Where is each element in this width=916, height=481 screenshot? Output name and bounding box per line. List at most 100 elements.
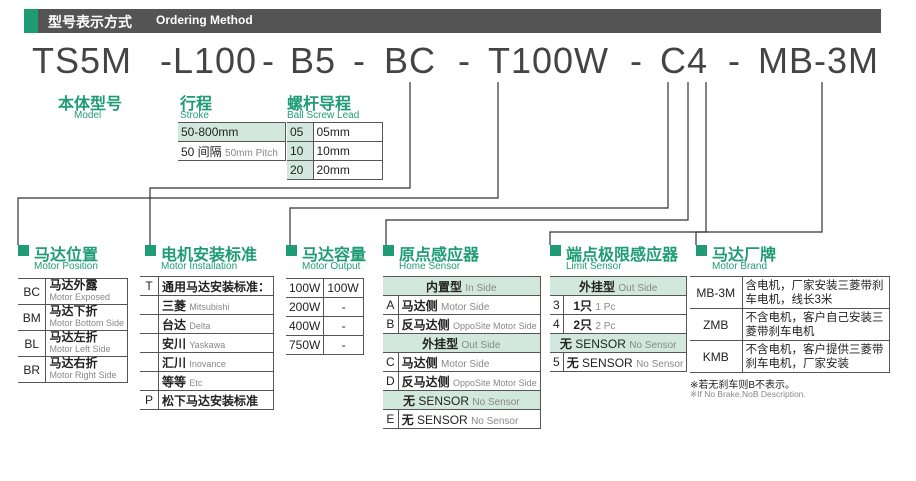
motor-position-label-cn: 马达位置 (34, 247, 99, 264)
home-sensor-en: Motor Side (441, 358, 490, 370)
table-row: 台达 Delta (140, 314, 275, 334)
table-row: 100W 100W (286, 278, 364, 298)
limit-sensor-table: 外挂型 Out Side 3 1只 1 Pc 4 2只 2 Pc 无 SENSO… (550, 276, 688, 372)
motor-position-cn: 马达左折 (49, 330, 98, 344)
lead-code: 10 (287, 141, 314, 161)
table-row: 无 SENSOR No Sensor (383, 390, 541, 410)
table-row: 05 05mm (287, 122, 383, 142)
motor-output-code: 750W (286, 335, 325, 355)
motor-output-label-en: Motor Output (302, 261, 361, 272)
header-title-en: Ordering Method (156, 13, 253, 27)
lead-table: 05 05mm 10 10mm 20 20mm (287, 122, 383, 180)
limit-sensor-none-cn: 无 (559, 336, 572, 351)
motor-output-code: 200W (286, 297, 325, 317)
code-part-bc: BC (384, 40, 437, 81)
home-sensor-none-mid: SENSOR (418, 393, 470, 408)
table-row: 内置型 In Side (383, 276, 541, 296)
home-sensor-desc: 马达侧 Motor Side (398, 352, 541, 372)
motor-install-brand: 汇川 Inovance (158, 352, 275, 372)
motor-output-table: 100W 100W 200W - 400W - 750W - (286, 278, 364, 355)
stroke-label-en: Stroke (180, 110, 209, 121)
table-row: 4 2只 2 Pc (550, 314, 688, 334)
home-sensor-cn: 反马达侧 (401, 317, 450, 332)
lead-code: 05 (287, 122, 314, 142)
code-part-ts5m: TS5M (32, 40, 133, 81)
motor-install-brand: 等等 Etc (158, 371, 275, 391)
home-sensor-label-cn: 原点感应器 (399, 247, 480, 264)
table-row: C 马达侧 Motor Side (383, 352, 541, 372)
limit-sensor-cn: 1只 (573, 298, 593, 313)
motor-install-brand-cn: 汇川 (161, 355, 186, 370)
motor-install-code-empty (140, 333, 159, 353)
table-row: D 反马达侧 OppoSite Motor Side (383, 371, 541, 391)
table-row: T 通用马达安装标准： (140, 276, 275, 296)
stroke-table: 50-800mm 50 间隔 50mm Pitch (178, 122, 286, 161)
home-sensor-desc: 马达侧 Motor Side (398, 295, 541, 315)
limit-sensor-en: 2 Pc (595, 320, 616, 332)
motor-install-code-empty (140, 371, 159, 391)
table-row: MB-3M 含电机，厂家安装三菱带刹车电机，线长3米 (690, 276, 890, 309)
home-sensor-en: Motor Side (441, 301, 490, 313)
home-sensor-desc: 无 SENSOR No Sensor (398, 409, 541, 429)
motor-install-brand-en: Etc (189, 377, 203, 388)
limit-sensor-outside-en: Out Side (618, 282, 658, 294)
home-sensor-cn: 马达侧 (401, 355, 438, 370)
home-sensor-cn: 反马达侧 (401, 374, 450, 389)
motor-position-code: BR (18, 356, 47, 383)
home-sensor-code: D (383, 371, 399, 391)
table-row: 20 20mm (287, 160, 383, 180)
limit-sensor-label-en: Limit Sensor (566, 261, 622, 272)
limit-sensor-desc: 2只 2 Pc (563, 314, 688, 334)
limit-sensor-en: No Sensor (636, 358, 684, 370)
motor-position-label-en: Motor Position (34, 261, 98, 272)
motor-install-code-empty (140, 352, 159, 372)
table-row: KMB 不含电机，客户提供三菱带刹车电机，厂家安装 (690, 340, 890, 373)
header-title-cn: 型号表示方式 (48, 14, 132, 30)
limit-sensor-mid: SENSOR (582, 355, 633, 370)
limit-sensor-cn: 2只 (573, 317, 593, 332)
limit-sensor-outside-cn: 外挂型 (579, 279, 616, 294)
motor-position-cn: 马达右折 (49, 356, 98, 370)
home-sensor-desc: 反马达侧 OppoSite Motor Side (398, 371, 541, 391)
table-row: P 松下马达安装标准 (140, 390, 275, 410)
motor-position-code: BL (18, 330, 47, 357)
stroke-pitch-cn: 50 间隔 (181, 144, 222, 159)
home-sensor-inside-header: 内置型 In Side (383, 276, 541, 296)
motor-output-value: - (323, 335, 364, 355)
table-row: 50 间隔 50mm Pitch (178, 141, 286, 161)
stroke-pitch-en: 50mm Pitch (225, 147, 278, 159)
motor-position-cn: 马达外露 (49, 278, 98, 292)
motor-brand-code: MB-3M (690, 276, 743, 309)
home-sensor-table: 内置型 In Side A 马达侧 Motor Side B 反马达侧 Oppo… (383, 276, 541, 429)
section-marker (696, 245, 707, 256)
motor-install-brand: 三菱 Mitsubishi (158, 295, 275, 315)
table-row: B 反马达侧 OppoSite Motor Side (383, 314, 541, 334)
section-marker (383, 245, 394, 256)
code-dash: - (458, 40, 471, 81)
table-row: 三菱 Mitsubishi (140, 295, 275, 315)
motor-output-value: - (323, 316, 364, 336)
lead-label-cn: 螺杆导程 (287, 96, 352, 113)
section-marker (286, 245, 297, 256)
code-part-l100: -L100 (160, 40, 258, 81)
home-sensor-en: OppoSite Motor Side (453, 377, 537, 388)
home-sensor-mid: SENSOR (417, 412, 468, 427)
limit-sensor-code: 4 (550, 314, 564, 334)
motor-install-table: T 通用马达安装标准： 三菱 Mitsubishi 台达 Delta 安川 Ya… (140, 276, 275, 410)
limit-sensor-en: 1 Pc (595, 301, 616, 313)
motor-output-code: 400W (286, 316, 325, 336)
motor-brand-desc: 不含电机，客户提供三菱带刹车电机，厂家安装 (742, 340, 890, 373)
table-row: 3 1只 1 Pc (550, 295, 688, 315)
home-sensor-inside-cn: 内置型 (426, 279, 463, 294)
motor-install-code: T (140, 276, 159, 296)
motor-brand-code: KMB (690, 340, 743, 373)
table-row: A 马达侧 Motor Side (383, 295, 541, 315)
code-part-b5: B5 (290, 40, 337, 81)
home-sensor-code: C (383, 352, 399, 372)
